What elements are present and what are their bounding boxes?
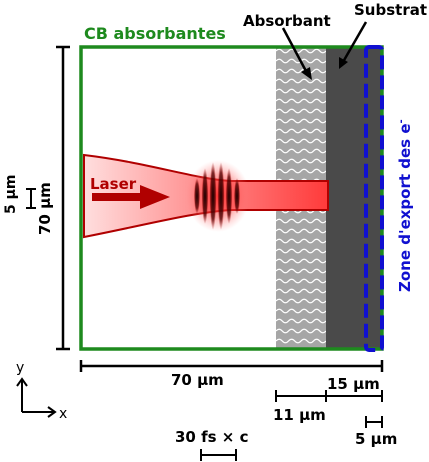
- axis-y-label: y: [16, 360, 24, 376]
- thickness-bars: [275, 390, 383, 402]
- left-5um-label: 5 µm: [3, 174, 19, 214]
- dim-11um-label: 11 µm: [273, 406, 326, 424]
- laser-label: Laser: [90, 175, 137, 193]
- laser-pulse: [186, 160, 250, 232]
- pulse-scale-label: 30 fs × c: [175, 428, 248, 446]
- dim-5um-label: 5 µm: [355, 430, 397, 448]
- absorbant-pointer-icon: [281, 27, 312, 80]
- left-70um-label: 70 µm: [36, 182, 54, 235]
- zone-export-box: [364, 45, 384, 352]
- absorbant-label: Absorbant: [243, 12, 331, 30]
- pulse-scale-bar: [200, 449, 237, 461]
- zone-export-label: Zone d'export des e-: [396, 119, 414, 292]
- axis-x-label: x: [59, 406, 67, 422]
- bottom-70um-label: 70 µm: [171, 371, 224, 389]
- left-5um-bar: [26, 188, 36, 209]
- substrat-label: Substrat: [354, 1, 427, 19]
- cb-absorbantes-label: CB absorbantes: [84, 24, 226, 43]
- dim-15um-label: 15 µm: [327, 375, 380, 393]
- xy-axes-icon: [16, 377, 57, 418]
- bottom-70um-bar: [79, 360, 384, 372]
- substrat-pointer-icon: [339, 21, 368, 69]
- right-arrow-icon: [92, 185, 170, 209]
- left-70um-bar: [56, 45, 70, 351]
- substrat-layer: [326, 47, 382, 349]
- zone-5um-bar: [365, 416, 383, 428]
